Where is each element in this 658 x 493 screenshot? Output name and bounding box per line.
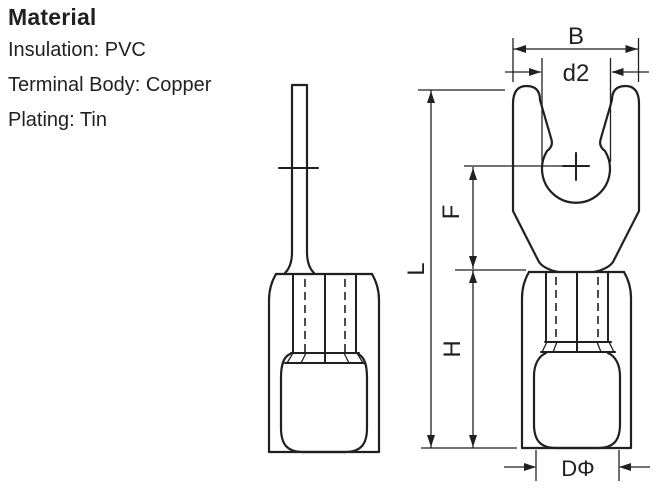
dim-d2-extension-lines bbox=[541, 58, 612, 162]
front-sleeve-bulge bbox=[532, 351, 622, 450]
material-heading-text: Material bbox=[8, 4, 97, 30]
dim-label-H: H bbox=[439, 340, 466, 357]
side-blade-outline bbox=[283, 83, 316, 275]
side-view-figure bbox=[267, 83, 381, 454]
front-view-figure bbox=[511, 84, 641, 450]
dim-L-arrow-top bbox=[427, 91, 435, 103]
material-plating: Plating: Tin bbox=[8, 109, 107, 131]
dim-L: L bbox=[403, 89, 517, 449]
side-crimp-band-hatch bbox=[286, 352, 364, 364]
dim-label-B: B bbox=[568, 23, 584, 50]
material-insulation: Insulation: PVC bbox=[8, 39, 146, 61]
dim-B-arrow-right bbox=[625, 45, 638, 53]
dim-D-arrow-right bbox=[619, 463, 631, 471]
dim-B-extension-lines bbox=[512, 38, 640, 82]
dim-D-arrow-left bbox=[524, 463, 536, 471]
dim-D-extension-lines bbox=[535, 450, 620, 481]
dim-label-F: F bbox=[438, 205, 465, 220]
dim-d2: d2 bbox=[505, 58, 649, 162]
dim-d2-arrow-right bbox=[611, 68, 624, 76]
dim-F-arrow-bottom bbox=[469, 256, 477, 268]
side-sleeve-bulge bbox=[279, 352, 369, 454]
dim-L-arrow-bottom bbox=[427, 435, 435, 447]
dim-H-arrow-top bbox=[469, 271, 477, 283]
dim-B-arrow-left bbox=[514, 45, 526, 53]
material-terminal-body: Terminal Body: Copper bbox=[8, 74, 212, 96]
material-heading: Material bbox=[8, 4, 211, 31]
dim-d2-arrow-left bbox=[529, 68, 541, 76]
dim-H-arrow-bottom bbox=[469, 435, 477, 447]
front-fork-outline bbox=[511, 84, 641, 274]
dim-F: F bbox=[438, 165, 589, 271]
dim-label-D: DΦ bbox=[561, 456, 594, 481]
dim-label-L: L bbox=[403, 262, 430, 275]
dim-D: DΦ bbox=[504, 450, 650, 481]
material-legend: Material Insulation: PVC Terminal Body: … bbox=[8, 4, 211, 144]
dimension-annotations: B d2 L F bbox=[403, 23, 650, 481]
dim-label-d2: d2 bbox=[563, 60, 590, 87]
dim-F-arrow-top bbox=[469, 168, 477, 180]
dim-H: H bbox=[439, 270, 477, 448]
dim-B: B bbox=[512, 23, 640, 82]
front-crimp-band-hatch bbox=[541, 341, 615, 353]
